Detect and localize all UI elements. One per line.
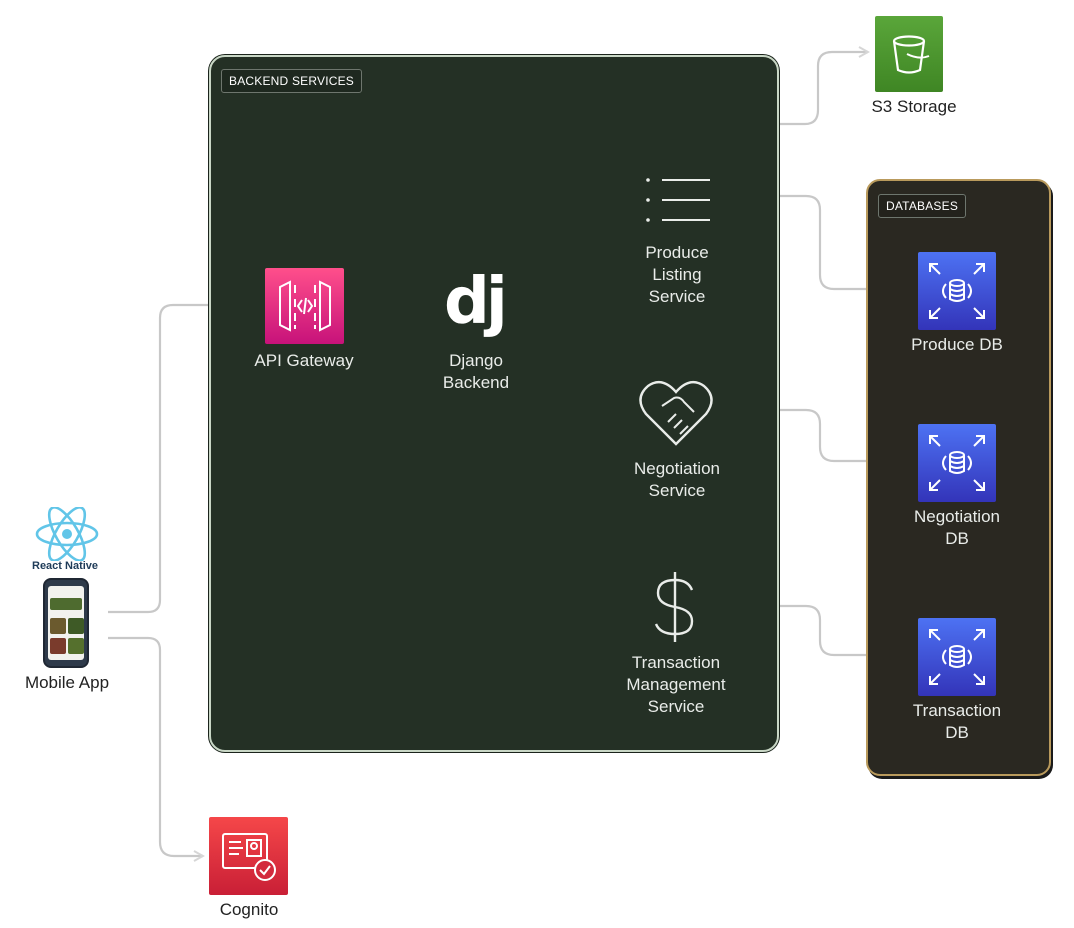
cognito-label: Cognito: [219, 900, 279, 919]
list-icon[interactable]: [640, 172, 712, 228]
connector-produce-listing-to-produce-db: [714, 194, 912, 289]
api-gateway-icon: [278, 280, 331, 332]
connector-transaction-to-transaction-db: [714, 604, 912, 655]
handshake-heart-icon[interactable]: [638, 378, 714, 448]
s3-label: S3 Storage: [871, 97, 957, 116]
app-thumbnail: [50, 638, 66, 654]
database-icon: [929, 435, 985, 491]
s3-node[interactable]: [875, 16, 943, 92]
database-icon: [929, 263, 985, 319]
app-thumbnail: [68, 638, 84, 654]
transaction-label: Transaction Management Service: [626, 653, 726, 716]
django-logo[interactable]: dj: [444, 265, 508, 339]
produce-db-node[interactable]: [918, 252, 996, 330]
databases-label: DATABASES: [878, 194, 967, 218]
connector-negotiation-to-negotiation-db: [714, 408, 912, 461]
react-native-label: React Native: [32, 560, 99, 572]
identity-badge-icon: [221, 833, 276, 881]
api-gateway-node[interactable]: [265, 268, 344, 344]
app-thumbnail: [50, 618, 66, 634]
negotiation-db-label: Negotiation DB: [913, 507, 1000, 548]
phone-icon[interactable]: [43, 578, 89, 668]
negotiation-db-node[interactable]: [918, 424, 996, 502]
database-icon: [929, 629, 985, 685]
produce-db-label: Produce DB: [911, 335, 1003, 354]
backend-services-label: BACKEND SERVICES: [221, 69, 363, 93]
transaction-db-label: Transaction DB: [912, 701, 1002, 742]
mobile-app-label: Mobile App: [24, 673, 110, 692]
django-backend-label: Django Backend: [442, 351, 510, 392]
transaction-db-node[interactable]: [918, 618, 996, 696]
react-logo: [35, 507, 99, 561]
phone-screen: [48, 586, 84, 660]
connector-mobile-to-api-gateway: [108, 305, 258, 614]
dollar-icon[interactable]: [650, 570, 700, 644]
app-banner-image: [50, 598, 82, 610]
cognito-node[interactable]: [209, 817, 288, 895]
api-gateway-label: API Gateway: [254, 351, 354, 370]
bucket-icon: [892, 35, 930, 74]
backend-services-group: BACKEND SERVICES: [209, 55, 779, 752]
negotiation-label: Negotiation Service: [633, 459, 720, 500]
produce-listing-label: Produce Listing Service: [645, 243, 709, 306]
connector-mobile-to-cognito: [108, 636, 203, 856]
app-thumbnail: [68, 618, 84, 634]
